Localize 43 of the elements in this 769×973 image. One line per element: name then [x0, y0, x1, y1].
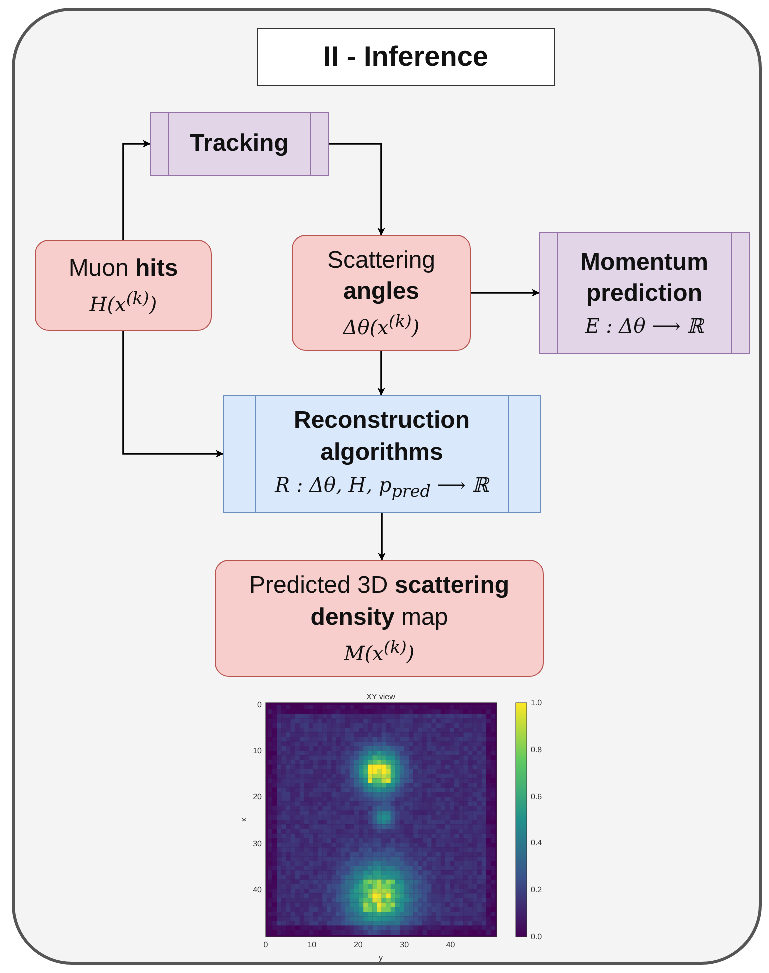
title: II - Inference — [257, 28, 555, 86]
node-heading: Momentum prediction — [580, 248, 710, 309]
axis-label: x — [240, 818, 248, 822]
tick-label: 40 — [253, 885, 262, 894]
tick-label: 10 — [253, 746, 262, 756]
node-heading: Muon hits — [68, 254, 178, 284]
formula: R : Δθ, H, p$_{pred}$ ⟶ ℝ — [275, 472, 489, 503]
process-box — [223, 395, 541, 513]
tick-label: 40 — [446, 940, 456, 950]
arrow — [329, 143, 386, 236]
tick-label: 0 — [258, 700, 262, 710]
tick-label: 0.6 — [531, 792, 542, 802]
process-box — [292, 235, 471, 351]
process-box — [150, 112, 329, 176]
tick-label: 10 — [308, 940, 317, 950]
tick-label: 0.4 — [531, 838, 542, 848]
node-heading: Tracking — [190, 129, 289, 160]
node-heading: Scattering angles — [326, 246, 437, 308]
tick-label: 30 — [400, 940, 410, 950]
axis-label: y — [379, 954, 383, 962]
tick-label: 20 — [354, 940, 363, 950]
formula: E : Δθ ⟶ ℝ — [585, 313, 704, 340]
tick-label: 20 — [253, 792, 262, 802]
formula: M(x$^{(k)}$) — [344, 636, 415, 667]
process-box — [215, 560, 544, 677]
chart-title: XY view — [366, 692, 396, 702]
process-box — [539, 232, 750, 354]
arrow — [122, 140, 151, 240]
node-heading: Reconstruction algorithms — [292, 406, 471, 468]
process-box — [35, 240, 212, 331]
arrow — [471, 289, 540, 297]
tick-label: 0.2 — [531, 886, 542, 895]
arrow — [378, 513, 386, 561]
node-heading: Predicted 3D scattering density map — [248, 571, 511, 633]
tick-label: 0.8 — [531, 745, 542, 754]
arrow — [378, 351, 386, 396]
tick-label: 0 — [264, 940, 268, 950]
arrow — [122, 331, 224, 458]
formula: H(x$^{(k)}$) — [90, 288, 158, 318]
tick-label: 0.0 — [531, 932, 542, 942]
formula: Δθ(x$^{(k)}$) — [343, 311, 420, 342]
tick-label: 30 — [253, 839, 262, 848]
tick-label: 1.0 — [531, 698, 542, 708]
